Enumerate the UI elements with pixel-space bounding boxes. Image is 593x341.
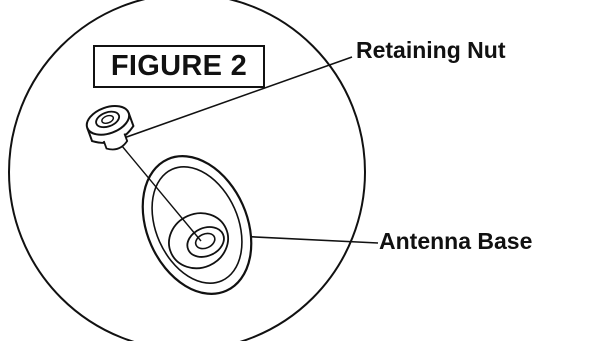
mounting-axis-line <box>111 133 202 242</box>
antenna-base-label: Antenna Base <box>379 228 533 254</box>
retaining-nut-label: Retaining Nut <box>356 37 506 63</box>
detail-circle <box>8 0 366 341</box>
antenna-base-leader-line <box>235 235 379 244</box>
retaining-nut-leader-line <box>120 56 353 140</box>
antenna-base <box>141 155 253 295</box>
figure-title: FIGURE 2 <box>110 50 248 82</box>
figure-title-box: FIGURE 2 <box>93 45 265 88</box>
retaining-nut <box>85 105 135 151</box>
